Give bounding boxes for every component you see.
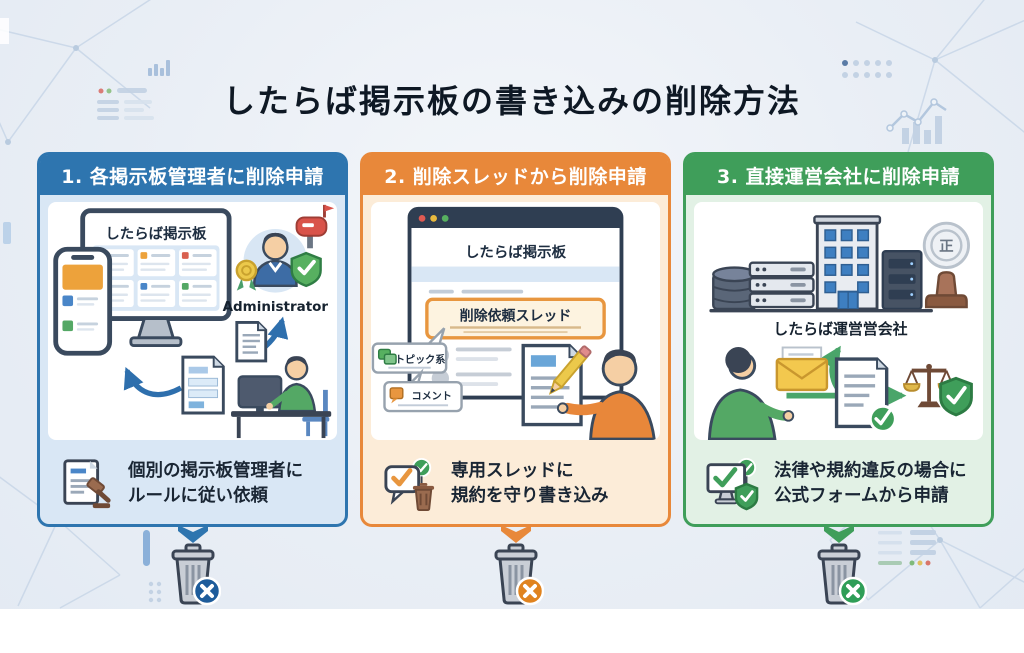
thread-label: 削除依頼スレッド xyxy=(460,308,572,325)
stamp-icon xyxy=(935,271,958,297)
form-document-icon xyxy=(181,355,225,415)
caption-line-1: 法律や規約違反の場合に xyxy=(774,460,967,481)
panel-step-3: 3. 直接運営会社に削除申請 xyxy=(683,152,994,527)
bubble-check-trash-icon xyxy=(384,457,435,511)
company-label: したらば運営営会社 xyxy=(773,320,907,338)
approved-check-icon xyxy=(868,404,897,433)
monitor-shield-check-icon xyxy=(706,457,759,511)
arrow-to-board xyxy=(123,366,183,398)
comment-bubble: コメント xyxy=(383,368,463,413)
seal-character: 正 xyxy=(939,238,953,255)
company-buildings: 正 したらば運営営会社 xyxy=(709,215,970,338)
comment-bubble-label: コメント xyxy=(411,391,451,403)
step-3-result xyxy=(683,525,994,607)
left-edge-accent xyxy=(3,222,11,244)
board-title-label: したらば掲示板 xyxy=(465,243,567,261)
line-chart-motif-topright xyxy=(886,98,947,144)
panel-2-header-label: 2. 削除スレッドから削除申請 xyxy=(384,165,647,188)
mini-browser-motif xyxy=(97,88,154,120)
topic-bubble-label: トピック系 xyxy=(395,353,446,366)
trash-delete-icon xyxy=(171,543,221,606)
page-title: したらば掲示板の書き込みの削除方法 xyxy=(222,82,801,120)
table-motif-right xyxy=(878,530,936,566)
panel-1-illustration: したらば掲示板 xyxy=(48,202,337,440)
mailbox-icon xyxy=(295,204,335,249)
dot-grid-motif xyxy=(842,60,892,78)
panel-2-illustration: したらば掲示板 削除依頼スレッド xyxy=(371,202,660,440)
step-2-result xyxy=(360,525,671,607)
topic-bubble: トピック系 xyxy=(371,327,448,374)
panel-1-header: 1. 各掲示板管理者に削除申請 xyxy=(40,155,345,195)
server-tower-icon xyxy=(881,249,923,311)
person-at-desk xyxy=(231,356,332,439)
panel-step-2: 2. 削除スレッドから削除申請 したらば掲示板 削除依頼スレッド xyxy=(360,152,671,527)
document-icon-small xyxy=(235,321,268,363)
panel-1-caption: 個別の掲示板管理者に ルールに従い依頼 xyxy=(40,444,345,524)
down-arrow-icon xyxy=(823,525,854,543)
shield-check-icon xyxy=(290,251,322,288)
administrator-figure: Administrator xyxy=(223,204,335,315)
panel-3-header-label: 3. 直接運営会社に削除申請 xyxy=(716,165,961,188)
down-arrow-icon xyxy=(177,525,208,543)
official-seal-icon: 正 xyxy=(922,221,970,309)
panel-2-caption: 専用スレッドに 規約を守り書き込み xyxy=(363,444,668,524)
bottom-white-strip xyxy=(0,609,1024,653)
panel-3-header: 3. 直接運営会社に削除申請 xyxy=(686,155,991,195)
corner-accent xyxy=(0,18,9,44)
pencil-icon xyxy=(548,345,592,395)
caption-line-2: 公式フォームから申請 xyxy=(774,486,949,506)
medal-icon xyxy=(235,259,258,291)
person-submitting xyxy=(707,347,795,440)
server-rack-icon xyxy=(748,261,815,309)
step-1-result xyxy=(37,525,348,607)
panel-step-1: 1. 各掲示板管理者に削除申請 したらば掲示板 xyxy=(37,152,348,527)
caption-line-2: ルールに従い依頼 xyxy=(128,486,268,506)
dot-grid-motif-left xyxy=(148,581,162,603)
administrator-label: Administrator xyxy=(223,299,329,315)
caption-line-1: 専用スレッドに xyxy=(451,460,574,481)
caption-line-2: 規約を守り書き込み xyxy=(451,486,609,506)
caption-line-1: 個別の掲示板管理者に xyxy=(128,460,303,481)
board-title-label: したらば掲示板 xyxy=(105,225,207,243)
smartphone-illustration xyxy=(53,246,113,356)
request-flow xyxy=(123,316,289,415)
panel-3-caption: 法律や規約違反の場合に 公式フォームから申請 xyxy=(686,444,991,524)
shield-check-icon xyxy=(939,376,973,417)
bar-chart-motif-topleft xyxy=(148,60,170,76)
envelope-icon xyxy=(775,346,829,392)
deletion-thread-box: 削除依頼スレッド xyxy=(425,297,606,340)
blue-bar-accent xyxy=(143,530,150,566)
person-writing xyxy=(556,349,656,440)
database-icon xyxy=(712,266,757,311)
panel-2-header: 2. 削除スレッドから削除申請 xyxy=(363,155,668,195)
trash-delete-icon xyxy=(817,543,867,606)
submission-flow xyxy=(707,345,973,440)
panel-1-header-label: 1. 各掲示板管理者に削除申請 xyxy=(61,165,324,188)
document-gavel-icon xyxy=(63,459,111,509)
trash-delete-icon xyxy=(494,543,544,606)
office-building-icon xyxy=(813,215,882,311)
panel-3-illustration: 正 したらば運営営会社 xyxy=(694,202,983,440)
down-arrow-icon xyxy=(500,525,531,543)
